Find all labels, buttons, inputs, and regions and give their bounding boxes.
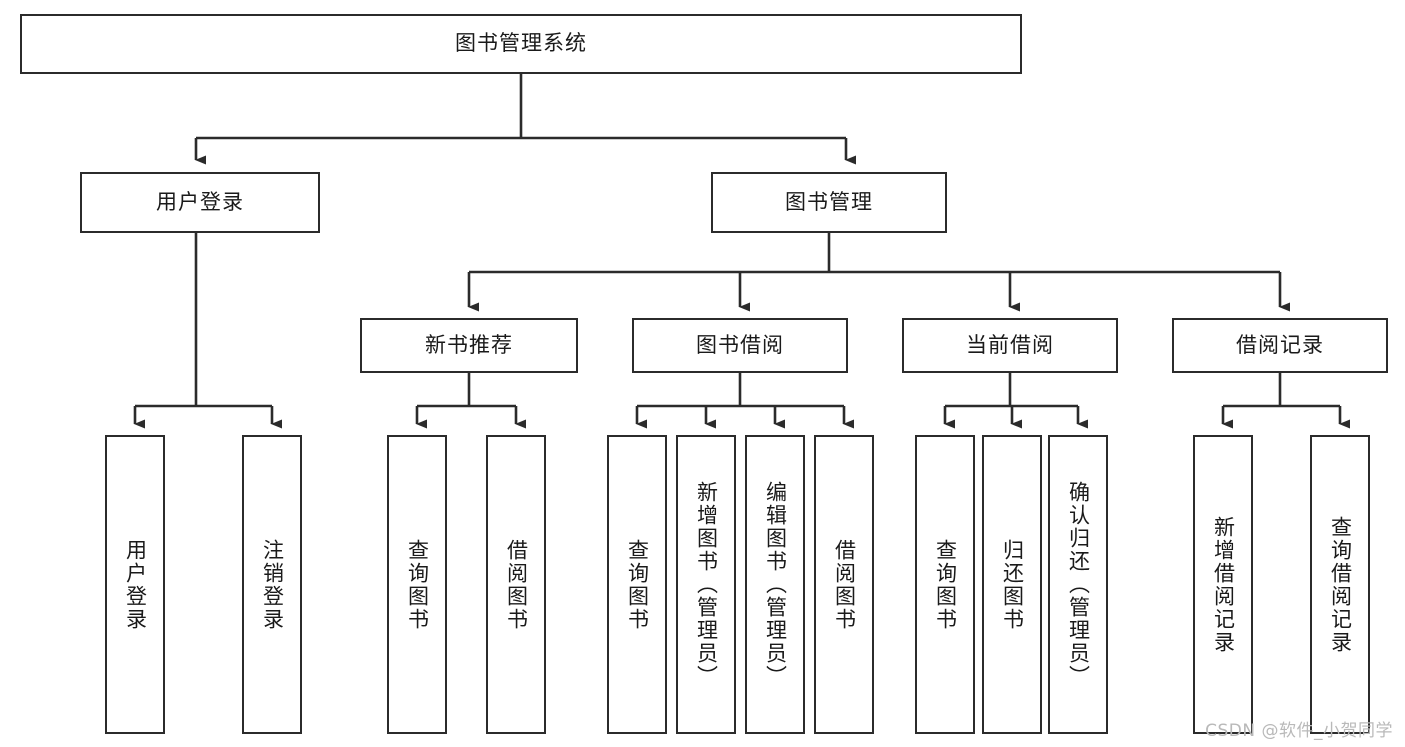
node-login-label: 用户登录 bbox=[156, 189, 244, 214]
node-leaf-7[interactable]: 编辑图书（管理员） bbox=[745, 435, 805, 734]
node-borrow[interactable]: 图书借阅 bbox=[632, 318, 848, 373]
node-leaf-1[interactable]: 用户登录 bbox=[105, 435, 165, 734]
node-leaf-6[interactable]: 新增图书（管理员） bbox=[676, 435, 736, 734]
node-root-label: 图书管理系统 bbox=[455, 31, 587, 56]
node-records-label: 借阅记录 bbox=[1236, 332, 1324, 357]
node-newbook[interactable]: 新书推荐 bbox=[360, 318, 578, 373]
node-leaf-11-label: 确认归还（管理员） bbox=[1066, 481, 1091, 688]
node-leaf-12-label: 新增借阅记录 bbox=[1211, 515, 1236, 654]
node-bookmgmt-label: 图书管理 bbox=[785, 189, 873, 214]
node-records[interactable]: 借阅记录 bbox=[1172, 318, 1388, 373]
node-leaf-9-label: 查询图书 bbox=[933, 538, 958, 631]
node-current-label: 当前借阅 bbox=[966, 332, 1054, 357]
node-bookmgmt[interactable]: 图书管理 bbox=[711, 172, 947, 233]
node-leaf-13[interactable]: 查询借阅记录 bbox=[1310, 435, 1370, 734]
node-login[interactable]: 用户登录 bbox=[80, 172, 320, 233]
node-leaf-12[interactable]: 新增借阅记录 bbox=[1193, 435, 1253, 734]
node-leaf-2[interactable]: 注销登录 bbox=[242, 435, 302, 734]
node-leaf-10-label: 归还图书 bbox=[1000, 538, 1025, 631]
node-newbook-label: 新书推荐 bbox=[425, 332, 513, 357]
node-leaf-5[interactable]: 查询图书 bbox=[607, 435, 667, 734]
node-current[interactable]: 当前借阅 bbox=[902, 318, 1118, 373]
node-leaf-4[interactable]: 借阅图书 bbox=[486, 435, 546, 734]
node-leaf-10[interactable]: 归还图书 bbox=[982, 435, 1042, 734]
node-leaf-2-label: 注销登录 bbox=[260, 538, 285, 631]
node-leaf-3[interactable]: 查询图书 bbox=[387, 435, 447, 734]
node-leaf-9[interactable]: 查询图书 bbox=[915, 435, 975, 734]
node-leaf-13-label: 查询借阅记录 bbox=[1328, 515, 1353, 654]
node-borrow-label: 图书借阅 bbox=[696, 332, 784, 357]
node-leaf-6-label: 新增图书（管理员） bbox=[694, 481, 719, 688]
node-leaf-8[interactable]: 借阅图书 bbox=[814, 435, 874, 734]
node-leaf-8-label: 借阅图书 bbox=[832, 538, 857, 631]
node-leaf-3-label: 查询图书 bbox=[405, 538, 430, 631]
node-leaf-5-label: 查询图书 bbox=[625, 538, 650, 631]
node-leaf-4-label: 借阅图书 bbox=[504, 538, 529, 631]
node-leaf-1-label: 用户登录 bbox=[123, 538, 148, 631]
node-leaf-11[interactable]: 确认归还（管理员） bbox=[1048, 435, 1108, 734]
node-leaf-7-label: 编辑图书（管理员） bbox=[763, 481, 788, 688]
watermark-text: CSDN @软件_小贺同学 bbox=[1205, 721, 1393, 741]
node-root[interactable]: 图书管理系统 bbox=[20, 14, 1022, 74]
